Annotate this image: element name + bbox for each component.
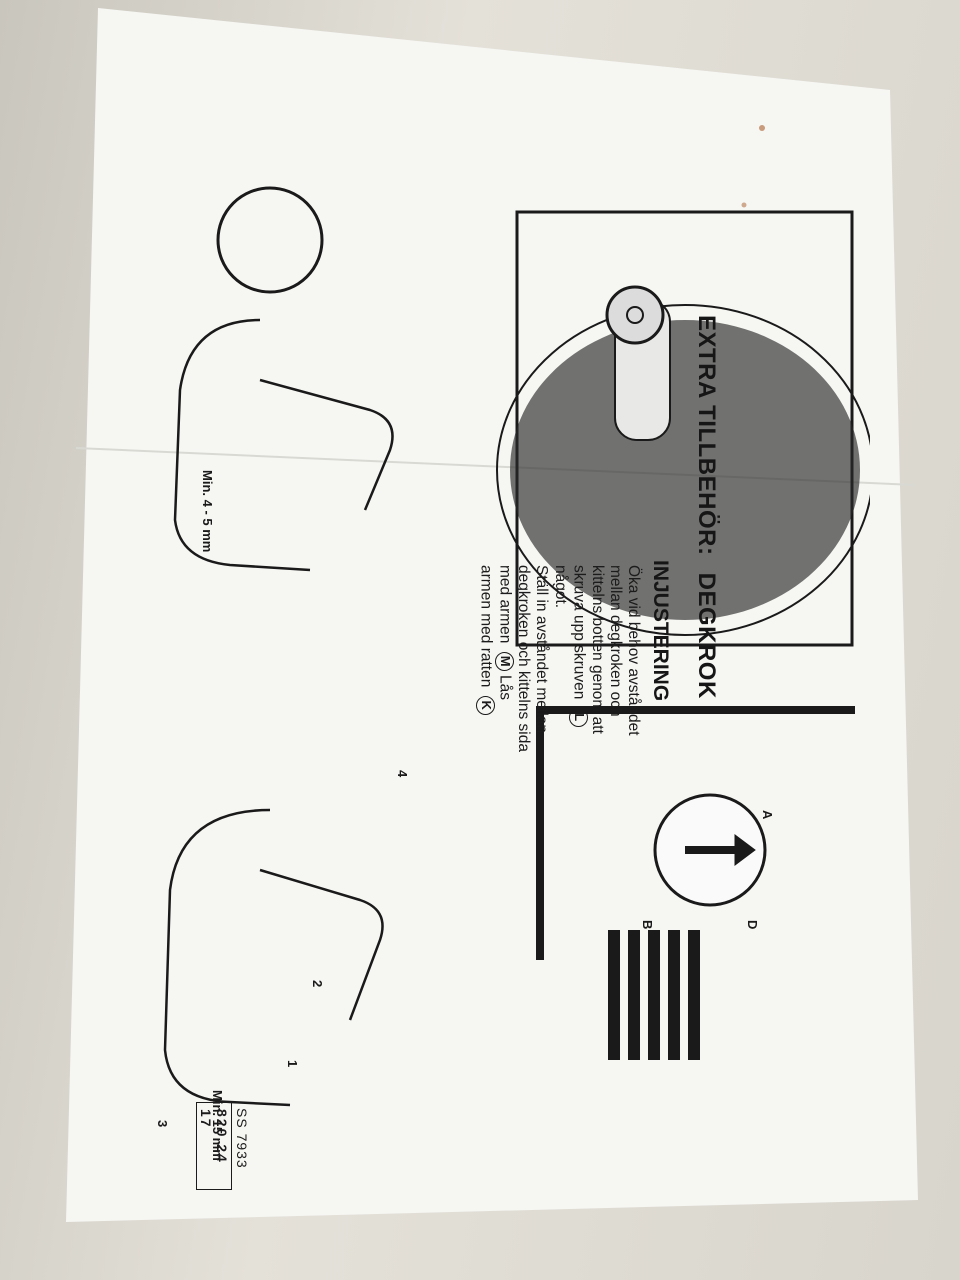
paragraph-2-line-text: armen med ratten — [477, 565, 495, 688]
label-dial-D: D — [745, 920, 760, 930]
paragraph-1-line: kittelns botten genom att — [589, 565, 606, 734]
paragraph-1-line: mellan degkroken och — [607, 565, 624, 717]
document-code-line1: SS 7933 — [234, 1108, 250, 1169]
illustrations — [163, 186, 870, 1107]
mixer-top-illustration — [496, 210, 870, 647]
marker-M: M — [495, 651, 514, 671]
paragraph-1: Öka vid behov avståndet mellan degkroken… — [551, 565, 642, 736]
label-min-bottom: Min. 4 - 5 mm — [200, 470, 215, 553]
label-num-2: 2 — [310, 980, 325, 988]
label-num-1: 1 — [285, 1060, 300, 1068]
label-dial-A: A — [760, 810, 775, 820]
document-code: SS 7933 820 24 17 — [196, 1102, 250, 1190]
paragraph-1-line-text: skruva upp skruven — [570, 565, 588, 700]
label-num-4: 4 — [395, 770, 410, 778]
paragraph-2-line: med armen M Lås — [495, 565, 514, 752]
subheading: INJUSTERING — [649, 560, 672, 702]
paragraph-2-line: degkroken och kittelns sida — [515, 565, 532, 752]
label-num-3: 3 — [155, 1120, 170, 1128]
document-code-line2: 820 24 17 — [196, 1102, 232, 1190]
paragraph-2-line: armen med ratten K — [476, 565, 495, 752]
heading-part2: DEGKROK — [693, 572, 720, 699]
paragraph-1-line: skruva upp skruven L — [569, 565, 588, 736]
paragraph-2-line-text: med armen — [496, 565, 514, 644]
bowl-side-illustration-2 — [163, 808, 384, 1107]
paragraph-1-line: något. — [552, 565, 569, 609]
marker-K: K — [476, 695, 495, 715]
paragraph-1-line: Öka vid behov avståndet — [625, 565, 642, 736]
dial-illustration — [536, 706, 855, 1060]
label-dial-B: B — [640, 920, 655, 930]
heading-part1: EXTRA TILLBEHÖR: — [693, 315, 720, 556]
section-heading: EXTRA TILLBEHÖR: DEGKROK — [692, 315, 720, 835]
paragraph-2: Ställ in avståndet mellan degkroken och … — [476, 565, 550, 752]
paragraph-2-line: Ställ in avståndet mellan — [533, 565, 550, 734]
marker-L: L — [569, 707, 588, 727]
rotated-content: EXTRA TILLBEHÖR: DEGKROK INJUSTERING Öka… — [90, 90, 870, 1190]
paragraph-2-inline: Lås — [496, 675, 514, 701]
bowl-side-illustration — [173, 186, 394, 572]
